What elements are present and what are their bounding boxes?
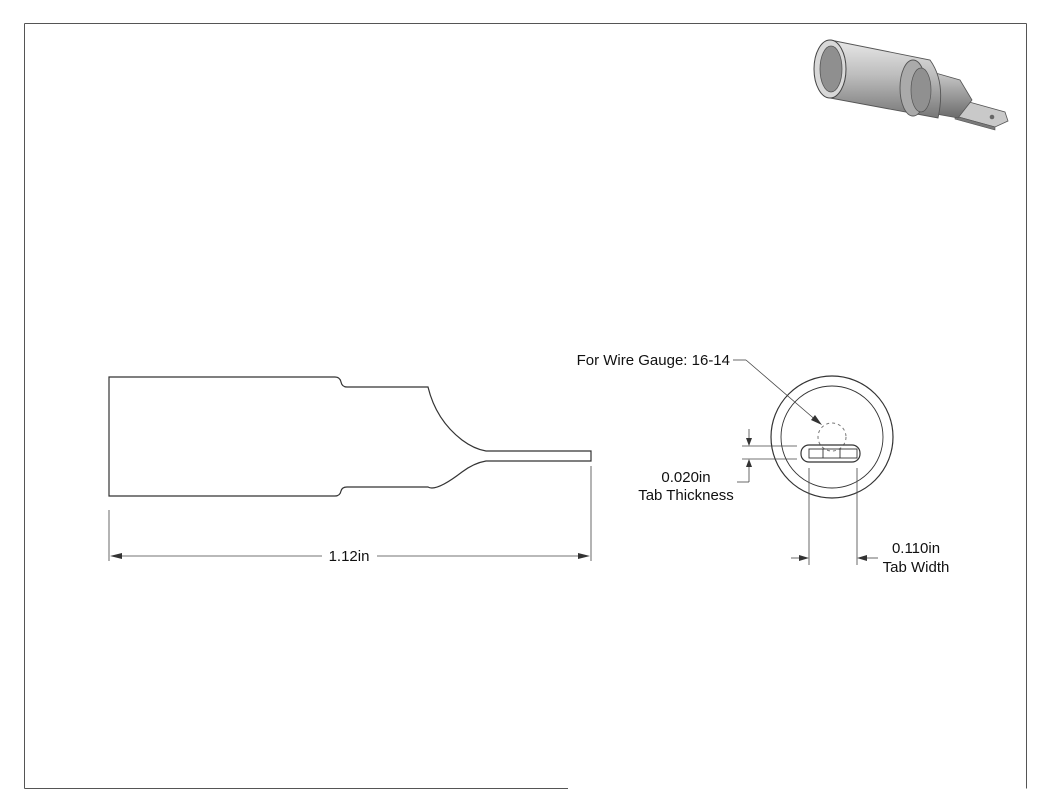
wire-gauge-label: For Wire Gauge: 16-14 bbox=[577, 352, 730, 369]
tab-thickness-dimension bbox=[737, 429, 797, 483]
side-view bbox=[108, 376, 592, 497]
tab-width-value: 0.110in bbox=[892, 540, 940, 557]
tab-width-dimension bbox=[791, 468, 878, 565]
tab-thickness-label: Tab Thickness bbox=[638, 487, 734, 504]
end-view bbox=[770, 375, 894, 499]
length-dimension bbox=[108, 466, 592, 561]
isometric-render bbox=[813, 39, 1009, 131]
tab-width-label: Tab Width bbox=[883, 559, 950, 576]
length-label: 1.12in bbox=[329, 548, 370, 565]
wire-gauge-leader bbox=[733, 359, 822, 425]
tab-thickness-value: 0.020in bbox=[661, 469, 710, 486]
drawing-frame bbox=[24, 23, 1027, 789]
